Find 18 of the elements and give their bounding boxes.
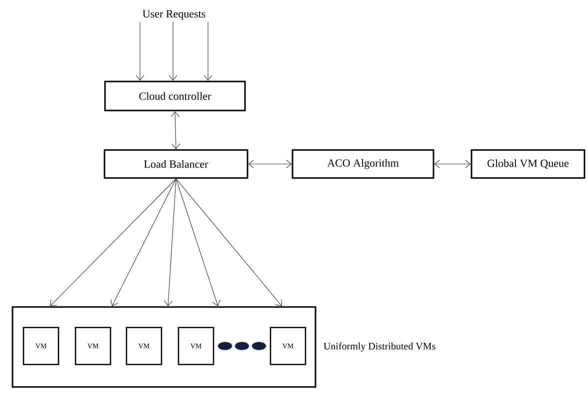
arrow [170, 111, 180, 150]
arrow [50, 178, 176, 306]
arrow [248, 160, 292, 168]
arrow [110, 178, 176, 306]
container-box [12, 306, 316, 388]
arrow [176, 178, 282, 306]
process-box: ACO Algorithm [292, 149, 434, 179]
process-box: Global VM Queue [470, 149, 586, 179]
arrow [136, 22, 144, 81]
input-label: User Requests [142, 10, 206, 20]
beside-label: Uniformly Distributed VMs [324, 342, 436, 352]
arrow [164, 178, 176, 306]
arrow [176, 178, 220, 306]
process-box: Load Balancer [104, 149, 248, 179]
arrow [204, 22, 212, 81]
process-box: Cloud controller [104, 80, 246, 112]
arrow [168, 22, 178, 81]
arrow [434, 160, 471, 168]
